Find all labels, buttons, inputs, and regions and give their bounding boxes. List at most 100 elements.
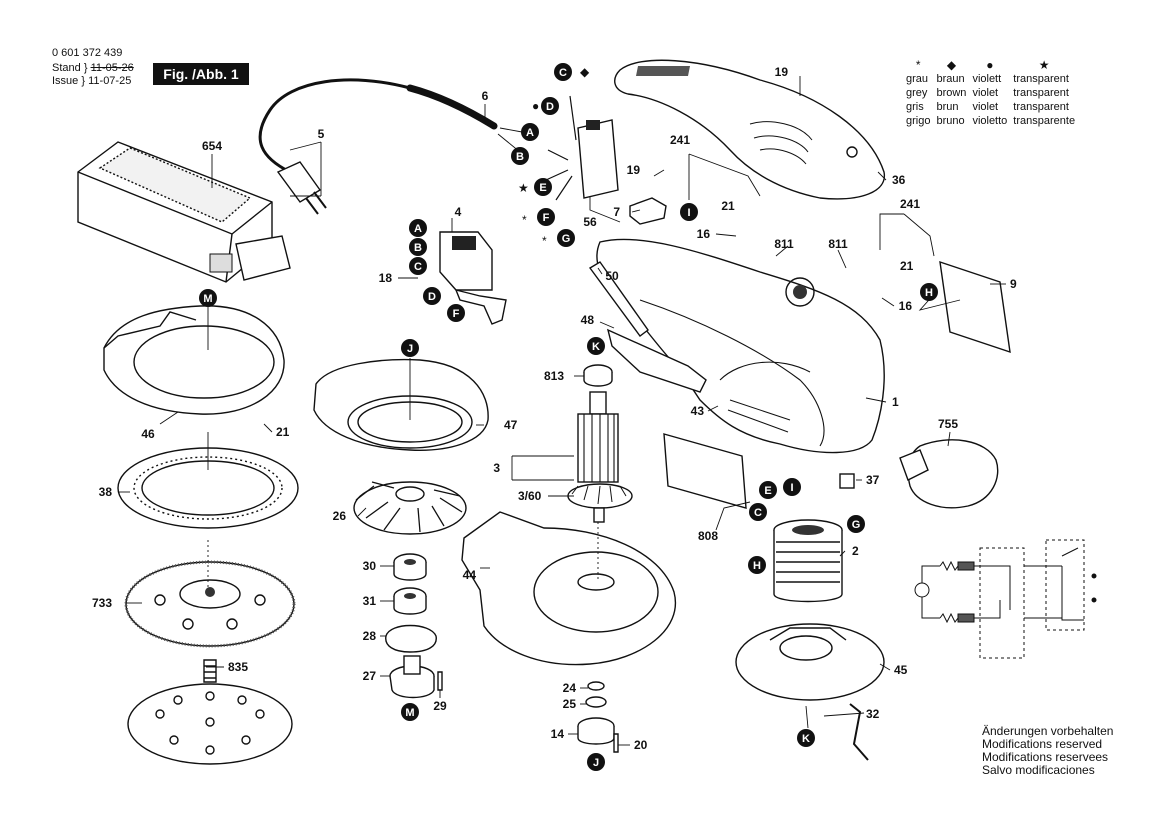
legend-cell: violet: [972, 101, 999, 113]
part-number-label: 21: [276, 425, 290, 439]
callout-K: K: [587, 337, 605, 355]
callout-H: H: [920, 283, 938, 301]
part-number-label: 37: [866, 473, 880, 487]
callout-letter: K: [592, 341, 600, 353]
washer-drawing: [587, 681, 605, 691]
part-number-label: 26: [333, 509, 347, 523]
base-plate-drawing: [461, 511, 677, 666]
label-plate-drawing: [663, 433, 747, 509]
screw-drawing: [613, 733, 619, 753]
stand-date: 11-05-26: [90, 62, 134, 74]
callout-letter: D: [546, 101, 554, 113]
part-number-label: 3/60: [518, 489, 542, 503]
callout-letter: E: [764, 485, 771, 497]
callout-J: J: [401, 339, 419, 357]
lower-shield-drawing: [735, 623, 885, 701]
part-number-label: 21: [900, 259, 914, 273]
part-number-label: 3: [493, 461, 500, 475]
issue-row: Issue } 11-07-25: [52, 75, 131, 88]
fan-drawing: [353, 481, 467, 535]
callout-circles: A B C D E F G A B C D F M J K M J I H E …: [199, 63, 938, 771]
bearing-drawing: [583, 364, 613, 387]
leader-lines: [118, 76, 1006, 746]
callout-letter: A: [526, 127, 534, 139]
callout-letter: D: [428, 291, 436, 303]
part-number-label: 46: [141, 427, 155, 441]
modifications-line: Änderungen vorbehalten: [982, 724, 1114, 738]
part-number-label: 241: [670, 133, 690, 147]
callout-letter: G: [852, 519, 861, 531]
callout-J: J: [587, 753, 605, 771]
legend-cell: violetto: [972, 115, 1008, 127]
callout-M: M: [199, 289, 217, 307]
part-number-label: 38: [99, 485, 113, 499]
callout-letter: F: [453, 308, 460, 320]
part-number-label: 47: [504, 418, 518, 432]
washer-drawing: [585, 696, 607, 708]
callout-letter: J: [593, 757, 599, 769]
callout-G: G: [557, 229, 575, 247]
legend-cell: grigo: [906, 115, 931, 127]
callout-letter: I: [687, 207, 690, 219]
callout-I: I: [680, 203, 698, 221]
callout-M: M: [401, 703, 419, 721]
cable-plug-drawing: [899, 439, 999, 509]
armature-drawing: [567, 391, 633, 523]
screw-drawing: [203, 659, 217, 683]
legend-symbol: ★: [1038, 58, 1050, 72]
callout-F: F: [537, 208, 555, 226]
transparent-marker-symbol: ★: [518, 181, 529, 195]
label-plate-drawing: [939, 260, 1011, 354]
callout-A: A: [409, 219, 427, 237]
power-cord-drawing: [258, 78, 498, 215]
part-number-label: 19: [627, 163, 641, 177]
callout-I: I: [783, 478, 801, 496]
ring-drawing: [385, 624, 437, 653]
capacitor-drawing: [545, 95, 619, 201]
callout-letter: C: [414, 261, 422, 273]
callout-A: A: [521, 123, 539, 141]
callout-C: C: [749, 503, 767, 521]
part-number-label: 43: [691, 404, 705, 418]
bearing-drawing: [393, 587, 427, 615]
callout-letter: G: [562, 233, 571, 245]
part-number-label: 27: [363, 669, 377, 683]
callout-E: E: [759, 481, 777, 499]
callout-letter: M: [203, 293, 212, 305]
holder-drawing: [629, 197, 667, 225]
sanding-disc-drawing: [127, 683, 293, 765]
callout-K: K: [797, 729, 815, 747]
callout-letter: E: [539, 182, 546, 194]
part-number-label: 811: [774, 237, 794, 251]
part-number-label: 19: [775, 65, 789, 79]
callout-E: E: [534, 178, 552, 196]
callout-C: C: [554, 63, 572, 81]
part-number-label: 18: [379, 271, 393, 285]
part-number-label: 29: [433, 699, 447, 713]
part-number-label: 4: [455, 205, 462, 219]
part-number-label: 813: [544, 369, 564, 383]
part-number-label: 6: [482, 89, 489, 103]
top-cover-drawing: [614, 59, 885, 200]
modifications-line: Salvo modificaciones: [982, 763, 1095, 777]
color-legend: * ◆ ● ★ grau braun violett transparent g…: [906, 58, 1081, 128]
part-number-label: 811: [828, 237, 848, 251]
callout-D: D: [541, 97, 559, 115]
brace-icon: }: [83, 62, 88, 74]
part-number-label: 654: [202, 139, 222, 153]
callout-letter: J: [407, 343, 413, 355]
legend-symbol: ◆: [946, 58, 957, 72]
legend-cell: transparent: [1013, 101, 1069, 113]
legend-symbol: *: [915, 58, 921, 72]
part-number-label: 20: [634, 738, 648, 752]
part-number-label: 32: [866, 707, 880, 721]
callout-letter: I: [790, 482, 793, 494]
callout-G: G: [847, 515, 865, 533]
rail-drawing: [588, 261, 649, 337]
screw-drawing: [437, 671, 443, 691]
legend-table: * ◆ ● ★ grau braun violett transparent g…: [906, 58, 1081, 128]
issue-label: Issue: [52, 75, 79, 87]
modifications-line: Modifications reservees: [982, 750, 1109, 764]
legend-symbol: ●: [986, 58, 994, 72]
